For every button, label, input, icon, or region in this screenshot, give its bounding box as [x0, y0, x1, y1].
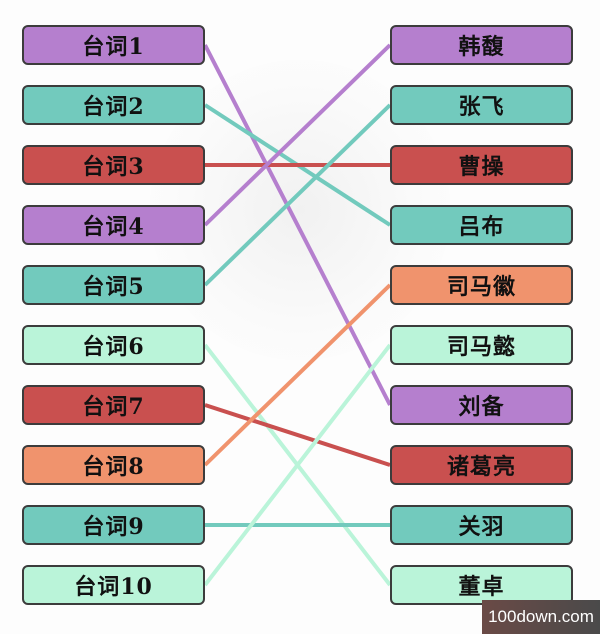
watermark: 100down.com [482, 600, 600, 634]
right-item-2[interactable]: 张飞 [390, 85, 573, 125]
left-item-3[interactable]: 台词3 [22, 145, 205, 185]
left-item-4[interactable]: 台词4 [22, 205, 205, 245]
left-item-8[interactable]: 台词8 [22, 445, 205, 485]
connection-line [203, 43, 392, 227]
left-item-9[interactable]: 台词9 [22, 505, 205, 545]
right-item-6[interactable]: 司马懿 [390, 325, 573, 365]
left-item-10[interactable]: 台词10 [22, 565, 205, 605]
right-item-5[interactable]: 司马徽 [390, 265, 573, 305]
left-item-1[interactable]: 台词1 [22, 25, 205, 65]
connection-line [203, 283, 392, 467]
left-item-2[interactable]: 台词2 [22, 85, 205, 125]
right-item-4[interactable]: 吕布 [390, 205, 573, 245]
right-item-3[interactable]: 曹操 [390, 145, 573, 185]
connection-line [204, 403, 391, 467]
left-item-7[interactable]: 台词7 [22, 385, 205, 425]
connection-line [203, 44, 392, 406]
right-item-8[interactable]: 诸葛亮 [390, 445, 573, 485]
left-item-6[interactable]: 台词6 [22, 325, 205, 365]
left-item-5[interactable]: 台词5 [22, 265, 205, 305]
connection-line [203, 103, 392, 287]
right-item-10[interactable]: 董卓 [390, 565, 573, 605]
connection-line [203, 343, 392, 587]
right-item-1[interactable]: 韩馥 [390, 25, 573, 65]
right-item-9[interactable]: 关羽 [390, 505, 573, 545]
right-item-7[interactable]: 刘备 [390, 385, 573, 425]
